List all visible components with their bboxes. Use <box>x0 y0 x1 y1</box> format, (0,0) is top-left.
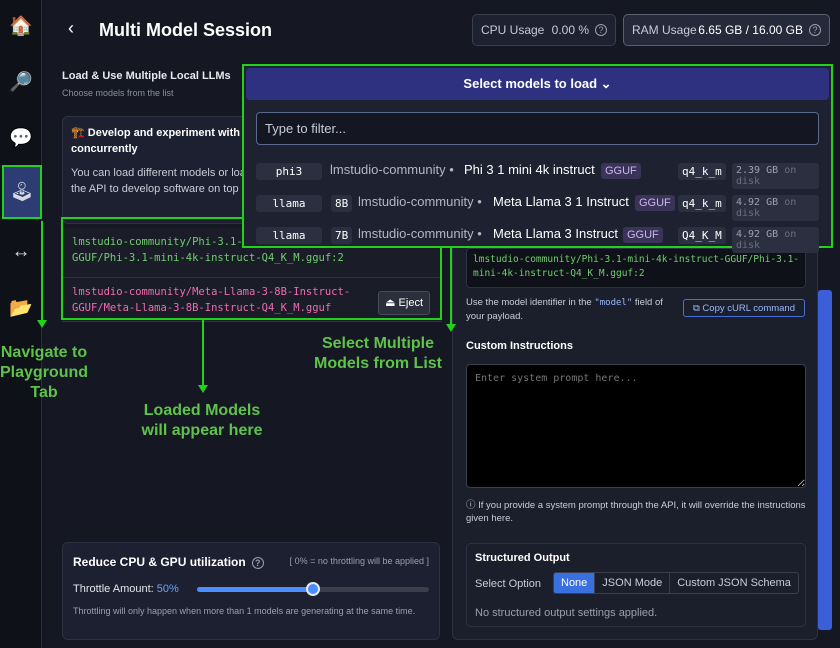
option-custom-json-schema[interactable]: Custom JSON Schema <box>677 577 791 589</box>
eject-button[interactable]: ⏏ Eject <box>378 291 430 315</box>
model-size: 4.92 GB on disk <box>732 227 819 253</box>
model-size: 4.92 GB on disk <box>732 195 819 221</box>
loaded-model-path: lmstudio-community/Meta-Llama-3-8B-Instr… <box>72 286 351 298</box>
throttle-slider-fill <box>197 587 313 592</box>
search-icon[interactable]: 🔎 <box>9 72 33 93</box>
help-icon[interactable]: ? <box>251 557 264 569</box>
throttle-title: Reduce CPU & GPU utilization? <box>73 555 264 569</box>
annotation-line <box>450 248 452 325</box>
folder-icon[interactable]: 📂 <box>9 298 33 319</box>
throttle-slider[interactable] <box>197 582 429 596</box>
model-quant-badge: q4_k_m <box>678 163 726 180</box>
structured-output-title: Structured Output <box>475 552 570 564</box>
model-quant-badge: q4_k_m <box>678 195 726 212</box>
throttle-card: Reduce CPU & GPU utilization? [ 0% = no … <box>62 542 440 640</box>
annotation-arrow <box>198 385 208 393</box>
left-rail: 🏠 🔎 💬 🕹 ↔ 📂 <box>0 0 42 648</box>
ram-usage-label: RAM Usage <box>632 23 697 37</box>
annotation-line <box>41 221 43 321</box>
model-arch-tag: phi3 <box>256 163 322 180</box>
cpu-usage: CPU Usage 0.00 % ? <box>472 14 616 46</box>
model-identifier[interactable]: lmstudio-community/Phi-3.1-mini-4k-instr… <box>466 248 806 288</box>
identifier-help: Use the model identifier in the "model" … <box>466 297 663 322</box>
annotation-arrow <box>446 324 456 332</box>
scrollbar[interactable] <box>818 290 832 630</box>
model-author: lmstudio-community • <box>358 194 482 209</box>
model-option-llama-8b[interactable]: llama 8B lmstudio-community • Meta Llama… <box>256 190 819 221</box>
throttle-value: 50% <box>156 583 179 595</box>
model-option-phi3[interactable]: phi3 lmstudio-community • Phi 3 1 mini 4… <box>256 158 819 189</box>
model-author: lmstudio-community • <box>358 226 482 241</box>
throttle-note: [ 0% = no throttling will be applied ] <box>289 556 429 566</box>
structured-output-options: None JSON Mode Custom JSON Schema <box>553 572 799 594</box>
page-title: Multi Model Session <box>99 20 273 40</box>
model-size: 2.39 GB on disk <box>732 163 819 189</box>
model-params-tag: 8B <box>331 195 353 212</box>
ram-usage-value: 6.65 GB / 16.00 GB <box>698 23 803 37</box>
home-icon[interactable]: 🏠 <box>9 16 33 37</box>
select-option-label: Select Option <box>475 578 542 590</box>
section-title: Load & Use Multiple Local LLMs <box>62 70 231 82</box>
loaded-model-path: GGUF/Meta-Llama-3-8B-Instruct-Q4_K_M.ggu… <box>72 302 332 314</box>
cpu-usage-value: 0.00 % <box>551 23 589 37</box>
throttle-label: Throttle Amount: 50% <box>73 583 179 595</box>
model-name: Meta Llama 3 1 Instruct <box>493 194 629 209</box>
system-prompt-input[interactable] <box>466 364 806 488</box>
annotation-line <box>202 320 204 386</box>
model-arch-tag: llama <box>256 195 322 212</box>
model-quant-badge: Q4_K_M <box>678 227 726 244</box>
back-button[interactable]: ‹ <box>68 18 74 38</box>
chat-icon[interactable]: 💬 <box>9 128 33 149</box>
model-params-tag: 7B <box>331 227 353 244</box>
model-format-badge: GGUF <box>623 227 663 243</box>
help-icon[interactable]: ? <box>809 24 821 36</box>
model-select-dropdown: Select models to load ⌄ phi3 lmstudio-co… <box>242 64 833 253</box>
custom-instructions-title: Custom Instructions <box>466 340 573 352</box>
model-format-badge: GGUF <box>601 163 641 179</box>
model-option-llama-7b[interactable]: llama 7B lmstudio-community • Meta Llama… <box>256 222 819 253</box>
section-subtitle: Choose models from the list <box>62 88 174 98</box>
throttle-footnote: Throttling will only happen when more th… <box>73 606 416 616</box>
structured-output-card: Structured Output Select Option None JSO… <box>466 543 806 627</box>
model-arch-tag: llama <box>256 227 322 244</box>
copy-curl-button[interactable]: ⧉ Copy cURL command <box>683 299 805 317</box>
select-models-button[interactable]: Select models to load ⌄ <box>246 68 829 100</box>
model-filter-input[interactable] <box>256 112 819 145</box>
ram-usage: RAM Usage 6.65 GB / 16.00 GB ? <box>623 14 830 46</box>
help-icon[interactable]: ? <box>595 24 607 36</box>
loaded-model-item[interactable]: lmstudio-community/Meta-Llama-3-8B-Instr… <box>62 278 442 322</box>
option-none[interactable]: None <box>554 573 596 593</box>
annotation-arrow <box>37 320 47 328</box>
api-arrows-icon[interactable]: ↔ <box>11 241 31 262</box>
model-author: lmstudio-community • <box>330 162 454 177</box>
structured-output-empty: No structured output settings applied. <box>475 607 658 619</box>
cpu-usage-label: CPU Usage <box>481 23 545 37</box>
system-prompt-note: ⓘ If you provide a system prompt through… <box>466 500 806 524</box>
model-name: Meta Llama 3 Instruct <box>493 226 618 241</box>
playground-icon[interactable]: 🕹 <box>2 165 42 219</box>
model-name: Phi 3 1 mini 4k instruct <box>464 162 595 177</box>
loaded-model-path: GGUF/Phi-3.1-mini-4k-instruct-Q4_K_M.ggu… <box>72 252 344 264</box>
throttle-slider-knob[interactable] <box>306 582 320 596</box>
option-json-mode[interactable]: JSON Mode <box>595 573 671 593</box>
model-format-badge: GGUF <box>635 195 675 211</box>
